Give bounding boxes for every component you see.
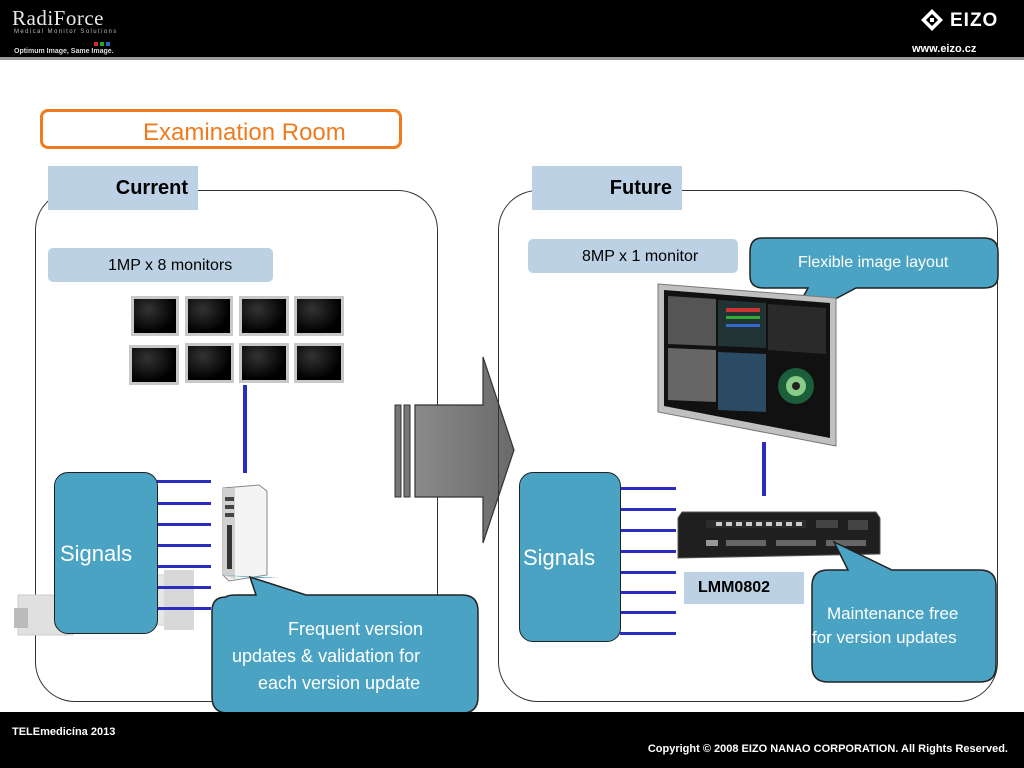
maintenance-callout-line2: for version updates — [812, 628, 957, 647]
brand-dot-icon — [94, 42, 98, 46]
company-logo-text: EIZO — [950, 10, 999, 31]
brand-dot-icon — [100, 42, 104, 46]
monitor-icon — [657, 283, 837, 447]
brand-dot-icon — [106, 42, 110, 46]
monitor-icon — [239, 343, 289, 383]
monitor-icon — [294, 296, 344, 336]
current-callout-shape — [211, 575, 479, 714]
device-model-label: LMM0802 — [684, 572, 804, 604]
monitor-icon — [294, 343, 344, 383]
flex-callout-text: Flexible image layout — [798, 254, 949, 271]
signal-wire — [157, 565, 211, 568]
monitor-icon — [185, 296, 233, 336]
future-signals-label: Signals — [523, 545, 596, 570]
signal-wire — [620, 632, 676, 635]
footer-bar — [0, 712, 1024, 768]
current-callout-line3: each version update — [258, 673, 421, 693]
signal-wire — [157, 544, 211, 547]
signal-wire — [620, 487, 676, 490]
signal-wire — [620, 550, 676, 553]
signal-wire — [157, 586, 211, 589]
future-signals-box: Signals — [519, 472, 621, 642]
future-panel — [498, 190, 998, 702]
maintenance-callout-line1: Maintenance free — [827, 604, 959, 623]
brand-logo-text: RadiForce — [12, 6, 104, 30]
signal-wire — [620, 591, 676, 594]
current-callout-line1: Frequent version — [288, 619, 424, 639]
future-tab: Future — [532, 166, 682, 210]
current-tab: Current — [48, 166, 198, 210]
monitor-icon — [129, 345, 179, 385]
footer-event-label: TELEmedicína 2013 — [12, 726, 116, 738]
signal-wire — [620, 611, 676, 614]
monitor-icon — [185, 343, 234, 383]
current-monitor-label: 1MP x 8 monitors — [48, 248, 273, 282]
current-signals-box: Signals — [54, 472, 158, 634]
signal-wire — [157, 502, 211, 505]
controller-box-icon — [677, 511, 881, 559]
current-callout-line2: updates & validation for — [232, 646, 421, 666]
signal-wire — [157, 523, 211, 526]
future-monitor-label: 8MP x 1 monitor — [528, 239, 738, 273]
monitor-icon — [239, 296, 289, 336]
workstation-icon — [222, 484, 268, 582]
signal-wire — [762, 442, 766, 496]
website-link[interactable]: www.eizo.cz — [912, 43, 977, 55]
signal-wire — [620, 529, 676, 532]
signal-wire — [620, 571, 676, 574]
page-title-box: Examination Room — [40, 109, 402, 149]
current-signals-label: Signals — [60, 541, 133, 566]
maintenance-callout-shape — [811, 540, 997, 683]
header-bar — [0, 0, 1024, 60]
signal-wire — [157, 607, 211, 610]
brand-tagline: Optimum Image, Same Image. — [14, 48, 114, 55]
signal-wire — [243, 385, 247, 473]
brand-subtitle: Medical Monitor Solutions — [14, 29, 118, 35]
footer-copyright: Copyright © 2008 EIZO NANAO CORPORATION.… — [647, 743, 1008, 755]
signal-wire — [157, 480, 211, 483]
signal-wire — [620, 508, 676, 511]
monitor-icon — [131, 296, 179, 336]
eizo-logo-icon — [921, 9, 943, 31]
page-title: Examination Room — [143, 119, 346, 146]
